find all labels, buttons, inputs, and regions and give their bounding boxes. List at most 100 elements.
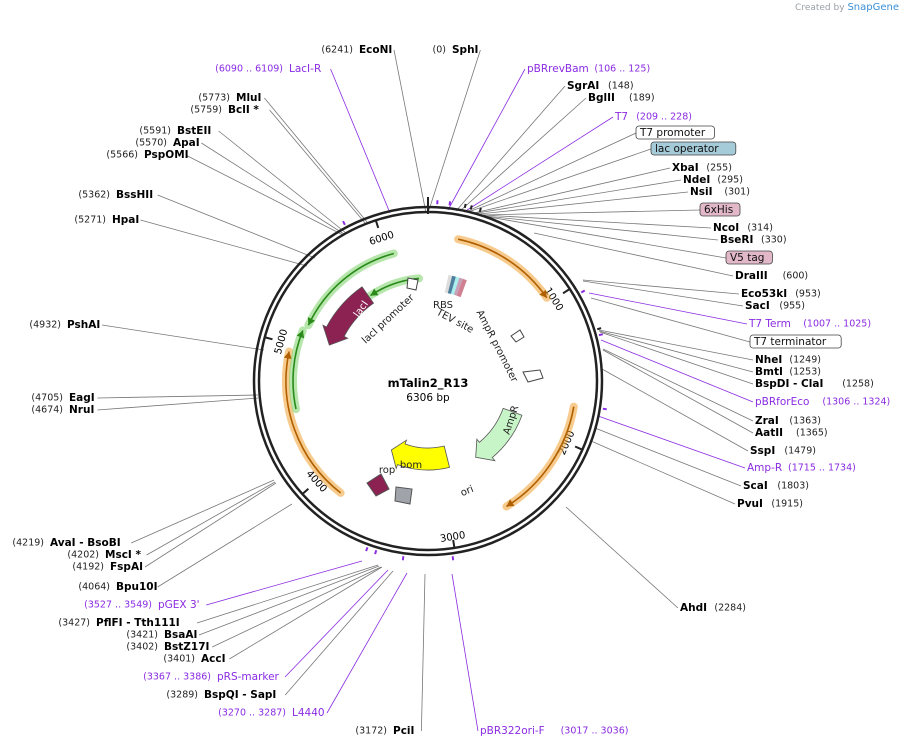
site-nsii[interactable]: NsiI(301) — [690, 186, 750, 198]
site-t7-terminator[interactable]: T7 terminator — [749, 334, 842, 349]
site-t7[interactable]: T7(209 .. 228) — [614, 111, 692, 123]
leader-line — [101, 324, 265, 351]
site-name: BspQI - SapI — [204, 689, 276, 701]
site-laci-r[interactable]: (6090 .. 6109)LacI-R — [215, 63, 321, 75]
site-bspdi-clai[interactable]: BspDI - ClaI(1258) — [755, 378, 874, 390]
ring-tick-mark — [302, 487, 310, 495]
site-sspi[interactable]: SspI(1479) — [750, 445, 816, 457]
site-name: T7 — [614, 111, 628, 123]
site-name: pBRrevBam — [527, 63, 589, 75]
site-name: PshAI — [67, 319, 100, 331]
site-name: BseRI — [720, 234, 753, 246]
site-position: (4674) — [31, 405, 63, 416]
site-name: BstZ17I — [164, 641, 209, 653]
site-position: (295) — [717, 175, 743, 186]
site-lac-operator[interactable]: lac operator — [650, 141, 737, 156]
snapgene-credit[interactable]: Created by SnapGene — [795, 2, 899, 13]
feature-bom-box[interactable] — [394, 486, 413, 505]
site-t7-promoter[interactable]: T7 promoter — [635, 125, 715, 140]
site-position: (148) — [608, 81, 634, 92]
site-name: HpaI — [112, 214, 139, 226]
site-draiii[interactable]: DraIII(600) — [735, 270, 808, 282]
site-pflfi-tth111i[interactable]: (3427)PflFI - Tth111I — [58, 617, 179, 629]
feature-laci-arrow[interactable] — [322, 286, 375, 346]
feature-tick — [342, 220, 346, 226]
site-pbrrevbam[interactable]: pBRrevBam(106 .. 125) — [527, 63, 650, 75]
site-pcii[interactable]: (3172)PciI — [355, 725, 414, 737]
primer-arc-left-inner-head — [296, 330, 305, 339]
site-aatii[interactable]: AatII(1365) — [755, 427, 828, 439]
site-nrui[interactable]: (4674)NruI — [31, 404, 94, 416]
site-xbai[interactable]: XbaI(255) — [672, 162, 732, 174]
site-t7-term[interactable]: T7 Term(1007 .. 1025) — [748, 318, 871, 330]
site-econi[interactable]: (6241)EcoNI — [321, 44, 392, 56]
site-sphi[interactable]: (0)SphI — [433, 44, 479, 56]
site-bsteii[interactable]: (5591)BstEII — [139, 125, 211, 137]
site-pshai[interactable]: (4932)PshAI — [29, 319, 100, 331]
feature-ori-arrow[interactable] — [390, 439, 451, 471]
site-ncoi[interactable]: NcoI(314) — [713, 222, 773, 234]
site-hpai[interactable]: (5271)HpaI — [74, 214, 139, 226]
site-name: SgrAI — [567, 80, 599, 92]
site-bsaai[interactable]: (3421)BsaAI — [126, 629, 197, 641]
leader-line — [140, 219, 308, 267]
site-ahdi[interactable]: AhdI(2284) — [680, 602, 746, 614]
site-position: (330) — [761, 235, 787, 246]
site-avai-bsobi[interactable]: (4219)AvaI - BsoBI — [12, 537, 120, 549]
site-bstz17i[interactable]: (3402)BstZ17I — [126, 641, 209, 653]
site-amp-r[interactable]: Amp-R(1715 .. 1734) — [747, 462, 856, 474]
site-bsshii[interactable]: (5362)BssHII — [78, 189, 153, 201]
leader-line — [582, 280, 744, 307]
site-sgrai[interactable]: SgrAI (148) — [567, 80, 634, 92]
site-pgex-3[interactable]: (3527 .. 3549)pGEX 3' — [84, 599, 199, 611]
feature-tick — [596, 327, 602, 331]
feature-label-bom: bom — [400, 460, 422, 471]
site-6xhis[interactable]: 6xHis — [699, 202, 741, 217]
site-bglii[interactable]: BglII(189) — [588, 92, 655, 104]
site-eagi[interactable]: (4705)EagI — [31, 392, 94, 404]
site-eco53ki[interactable]: Eco53kI(953) — [741, 288, 821, 300]
site-name: XbaI — [672, 162, 699, 174]
site-name: PflFI - Tth111I — [96, 617, 180, 629]
leader-line — [565, 506, 679, 609]
site-pspomi[interactable]: (5566)PspOMI — [106, 149, 188, 161]
leader-line — [206, 560, 363, 606]
site-mlui[interactable]: (5773)MluI — [198, 92, 261, 104]
site-saci[interactable]: SacI(955) — [745, 300, 805, 312]
site-pbr322ori-f[interactable]: pBR322ori-F(3017 .. 3036) — [480, 725, 628, 737]
leader-line — [451, 573, 479, 732]
site-position: (189) — [629, 93, 655, 104]
site-scai[interactable]: ScaI(1803) — [743, 480, 809, 492]
ring-tick-mark — [562, 288, 570, 295]
feature-tag-box — [749, 334, 842, 349]
site-bseri[interactable]: BseRI (330) — [720, 234, 787, 246]
primer-arc-top-right-head — [539, 289, 547, 298]
site-fspai[interactable]: (4192)FspAI — [72, 561, 143, 573]
site-bmti[interactable]: BmtI(1253) — [755, 366, 821, 378]
feature-rop-arrow[interactable] — [366, 473, 390, 497]
site-msci[interactable]: (4202)MscI * — [67, 549, 141, 561]
site-pbrforeco[interactable]: pBRforEco(1306 .. 1324) — [755, 396, 890, 408]
leader-line — [157, 194, 316, 259]
feature-ampr-arrow[interactable] — [475, 407, 523, 462]
site-position: (1479) — [784, 446, 816, 457]
site-pvui[interactable]: PvuI(1915) — [737, 498, 803, 510]
site-ndei[interactable]: NdeI(295) — [683, 174, 743, 186]
feature-ampr-promoter-box — [522, 369, 544, 383]
site-position: (3421) — [126, 630, 158, 641]
site-position: (953) — [795, 289, 821, 300]
site-apai[interactable]: (5570)ApaI — [135, 137, 199, 149]
site-acci[interactable]: (3401)AccI — [163, 653, 225, 665]
site-prs-marker[interactable]: (3367 .. 3386)pRS-marker — [143, 671, 279, 683]
site-l4440[interactable]: (3270 .. 3287)L4440 — [218, 707, 324, 719]
site-position: (1249) — [789, 355, 821, 366]
site-v5-tag[interactable]: V5 tag — [725, 250, 773, 265]
site-nhei[interactable]: NheI(1249) — [755, 354, 821, 366]
site-bpu10i[interactable]: (4064)Bpu10I — [78, 581, 157, 593]
site-name: MscI * — [105, 549, 141, 561]
site-labels: (6241)EcoNI (0)SphI (6090 .. 6109)LacI-R pB… — [12, 44, 890, 737]
site-bcli[interactable]: (5759)BclI * — [190, 104, 259, 116]
site-bspqi-sapi[interactable]: (3289)BspQI - SapI — [166, 689, 276, 701]
site-zrai[interactable]: ZraI(1363) — [755, 415, 821, 427]
leader-line — [476, 179, 682, 214]
